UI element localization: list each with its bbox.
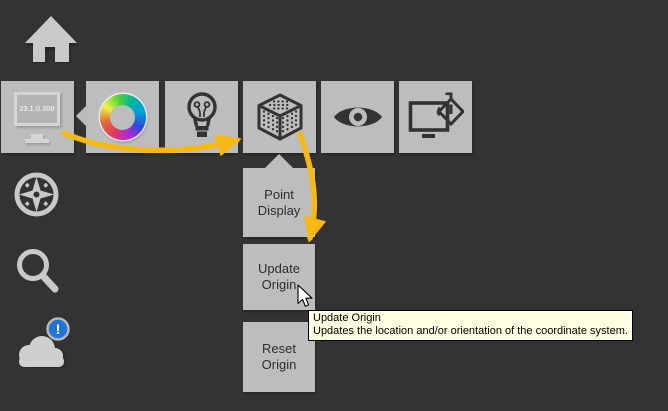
flyout-pointer-up (265, 154, 293, 168)
version-label: 23.1.0.300 (19, 105, 55, 113)
home-button[interactable] (24, 15, 78, 68)
menu-item-label: Update Origin (258, 261, 300, 292)
tooltip-title: Update Origin (313, 312, 381, 324)
alert-badge (46, 317, 70, 341)
search-icon (17, 249, 59, 293)
tooltip-body: Updates the location and/or orientation … (313, 325, 628, 337)
point-display-button[interactable] (243, 81, 316, 153)
navigation-compass-icon (14, 172, 59, 217)
menu-item-reset-origin[interactable]: Reset Origin (243, 322, 315, 392)
menu-item-point-display[interactable]: Point Display (243, 168, 315, 237)
search-button[interactable] (15, 247, 60, 299)
menu-item-update-origin[interactable]: Update Origin (243, 244, 315, 310)
navigation-button[interactable] (13, 171, 60, 223)
cloud-icon: ! (19, 317, 70, 367)
visibility-button[interactable] (321, 81, 394, 153)
tooltip: Update Origin Updates the location and/o… (308, 310, 633, 341)
home-icon (25, 16, 77, 62)
eye-icon (333, 107, 382, 127)
menu-item-label: Point Display (257, 186, 301, 218)
color-wheel-button[interactable] (86, 81, 159, 153)
lightbulb-icon (186, 92, 217, 137)
apply-colors-monitor-icon (408, 92, 464, 138)
monitor-base (25, 139, 49, 143)
cloud-status-button[interactable]: ! (12, 312, 70, 373)
display-monitor-icon: 23.1.0.300 (14, 92, 60, 126)
lighting-button[interactable] (165, 81, 238, 153)
alert-badge-text: ! (56, 321, 61, 337)
color-wheel-icon (99, 94, 146, 140)
point-cloud-cube-icon (257, 93, 302, 141)
flyout-pointer-left (76, 106, 86, 126)
display-version-button[interactable]: 23.1.0.300 (1, 81, 74, 153)
monitor-stand (31, 134, 43, 139)
menu-item-label: Reset Origin (261, 341, 297, 372)
apply-colors-button[interactable] (399, 81, 472, 153)
